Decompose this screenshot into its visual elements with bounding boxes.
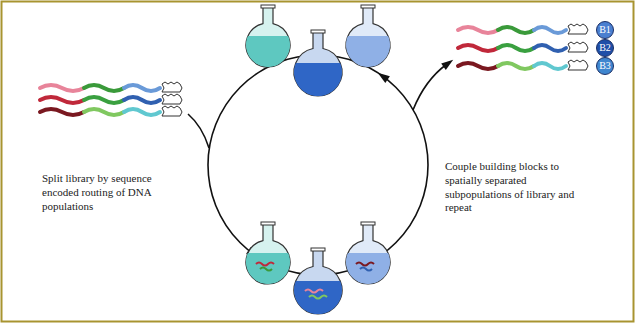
dna-strand: [84, 109, 124, 115]
dna-strand: [498, 45, 534, 51]
linker-tag: [568, 42, 588, 52]
flask: [346, 222, 390, 284]
linker-tag: [162, 94, 182, 104]
dna-strand: [260, 268, 272, 271]
flask-glass: [246, 224, 290, 284]
dna-library: [40, 85, 160, 115]
dna-strand: [40, 109, 84, 115]
dna-strand: [309, 296, 327, 299]
dna-strand: [84, 85, 124, 91]
flask-glass: [294, 250, 342, 314]
flask-liquid: [294, 63, 342, 96]
flask-glass: [346, 224, 390, 284]
dna-strand: [305, 290, 323, 293]
arrow-head: [378, 73, 390, 83]
dna-strand: [124, 85, 160, 91]
flask-lip: [261, 5, 275, 8]
linker-tags: [162, 82, 182, 116]
flask-glass: [246, 7, 290, 67]
flask-lip: [361, 5, 375, 8]
dna-strand: [124, 109, 160, 115]
flask: [246, 222, 290, 284]
dna-library: [458, 27, 566, 69]
dna-strand: [356, 263, 374, 266]
dna-strand: [124, 97, 160, 103]
dna-strand: [534, 63, 566, 69]
dna-strand: [534, 45, 566, 51]
caption-text: Split library by sequence encoded routin…: [42, 172, 154, 213]
linker-tag: [568, 24, 588, 34]
block-label: B2: [599, 43, 611, 53]
dna-strand: [40, 97, 84, 103]
flask: [246, 5, 290, 67]
block-label: B3: [599, 61, 611, 71]
flask-liquid: [294, 281, 342, 314]
flask-glass: [294, 32, 342, 96]
cycle-ring: [208, 55, 428, 275]
linker-tag: [568, 60, 588, 70]
flask: [294, 248, 342, 314]
dna-strand: [84, 97, 124, 103]
flask-liquid: [346, 253, 390, 284]
building-block-circle: B3: [596, 57, 614, 75]
input-curve: [188, 114, 209, 148]
dna-strand: [256, 263, 274, 266]
flask-liquid: [246, 36, 290, 67]
flask-lip: [311, 248, 325, 251]
linker-tags: [568, 24, 588, 70]
dna-strand: [458, 45, 498, 51]
dna-strand: [360, 268, 372, 271]
flask-lip: [261, 222, 275, 225]
dna-strand: [458, 27, 498, 33]
dna-strand: [498, 63, 534, 69]
flask-lip: [311, 30, 325, 33]
flask-lip: [361, 222, 375, 225]
flask-glass: [346, 7, 390, 67]
flask: [294, 30, 342, 96]
arrow-head: [441, 60, 453, 70]
linker-tag: [162, 82, 182, 92]
building-block-circle: B1: [596, 21, 614, 39]
block-label: B1: [599, 25, 611, 35]
dna-strand: [458, 63, 498, 69]
dna-strand: [534, 27, 566, 33]
output-curve: [413, 64, 447, 110]
dna-strand: [498, 27, 534, 33]
building-block-circle: B2: [596, 39, 614, 57]
flask: [346, 5, 390, 67]
flask-liquid: [246, 253, 290, 284]
flask-liquid: [346, 36, 390, 67]
caption-text: Couple building blocks to spatially sepa…: [445, 160, 585, 215]
dna-strand: [40, 85, 84, 91]
linker-tag: [162, 106, 182, 116]
